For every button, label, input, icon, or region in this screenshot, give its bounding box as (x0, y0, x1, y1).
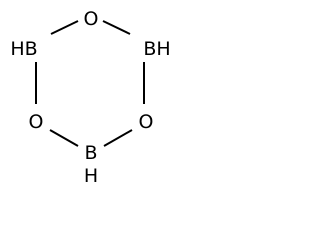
atom-boron-bottom: B (84, 142, 97, 164)
atom-oxygen-right: O (139, 111, 154, 133)
bond-o-right-b-bottom (103, 129, 133, 147)
atom-oxygen-top: O (84, 8, 99, 30)
atom-boron-right: BH (143, 38, 170, 60)
boroxine-structure: O HB BH O O B H (10, 8, 170, 187)
atom-oxygen-left: O (29, 111, 44, 133)
atom-hydrogen-bottom: H (84, 165, 98, 187)
bond-b-bottom-o-left (49, 129, 79, 147)
atom-boron-left: HB (10, 38, 37, 60)
bond-o-top-b-right (102, 20, 131, 35)
bond-b-left-o-top (50, 20, 79, 35)
